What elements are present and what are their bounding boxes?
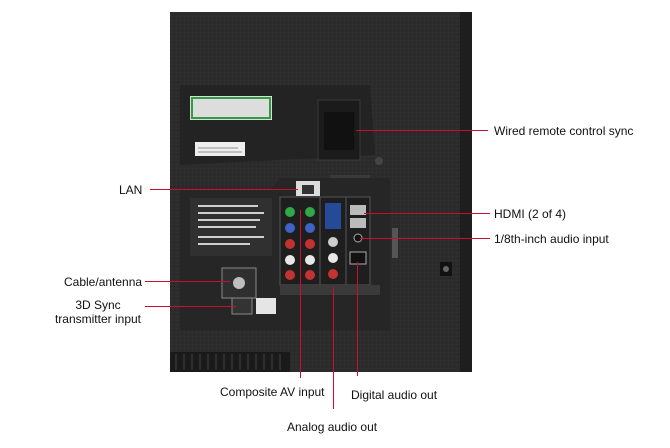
hdmi-port-2: [350, 218, 366, 228]
callout-analog-v: [333, 287, 334, 409]
hdmi-port-1: [350, 205, 366, 215]
label-wired-remote: Wired remote control sync: [494, 124, 634, 138]
callout-composite-v: [300, 210, 301, 378]
label-lan: LAN: [119, 183, 143, 197]
callout-wired-remote-h: [356, 130, 488, 131]
label-digital-out: Digital audio out: [351, 388, 438, 402]
callout-lan-h: [150, 189, 298, 190]
barcode-sticker: [195, 142, 245, 156]
callout-digital-v: [357, 262, 358, 376]
label-hdmi: HDMI (2 of 4): [494, 207, 567, 221]
callout-cable-h: [145, 281, 230, 282]
label-analog-out: Analog audio out: [287, 420, 378, 434]
vga-port: [325, 203, 341, 229]
label-composite: Composite AV input: [220, 385, 325, 399]
label-audio-input: 1/8th-inch audio input: [494, 232, 609, 246]
optical-port: [349, 251, 367, 265]
label-cable-antenna: Cable/antenna: [64, 275, 143, 289]
callout-audio-in-h: [360, 238, 490, 239]
label-3d-sync: 3D Sync transmitter input: [53, 298, 143, 326]
callout-sync-h: [145, 306, 236, 307]
label-3d-sync-line1: 3D Sync: [75, 298, 121, 312]
callout-hdmi-h: [364, 213, 490, 214]
compliance-sticker: [190, 96, 272, 120]
label-3d-sync-line2: transmitter input: [54, 312, 142, 326]
